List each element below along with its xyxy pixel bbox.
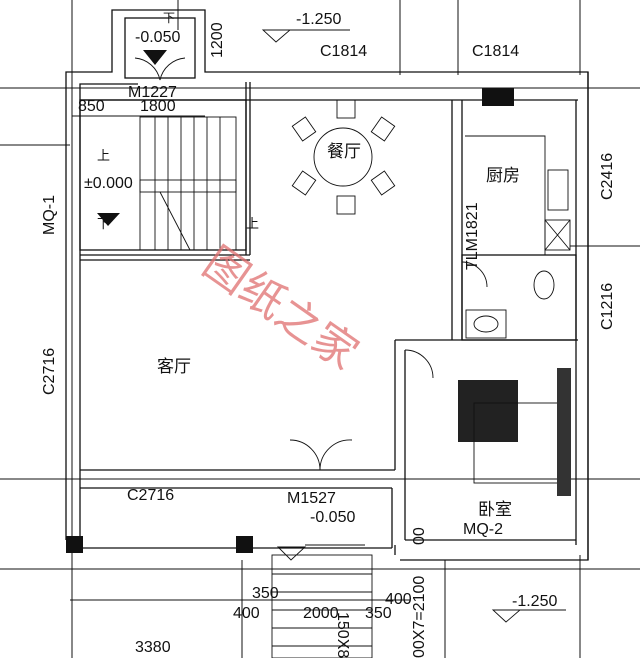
room-label-kitchen: 厨房 [486,166,520,186]
doors [134,57,488,471]
entry-stair [271,554,373,658]
elevation-ground-top: -1.250 [296,11,341,28]
column [236,536,253,553]
dimension-1200: 1200 [209,22,226,58]
elevation-stair-floor: ±0.000 [84,175,133,192]
room-label-bedroom: 卧室 [478,500,512,520]
dimension-350-b: 350 [365,605,392,622]
door-label-m1527: M1527 [287,490,336,507]
window-label-c1814-b: C1814 [472,43,519,60]
kitchen-fixtures [465,88,571,255]
dimension-850: 850 [78,98,105,115]
elevation-markers [97,29,566,623]
wall-label-mq1: MQ-1 [41,195,58,235]
interior-stair [139,116,237,251]
stair-mark-down-top: 下 [163,11,175,25]
dimension-3380: 3380 [135,639,171,656]
window-label-c2716-bottom: C2716 [127,487,174,504]
wall-label-mq2: MQ-2 [463,521,503,538]
dimension-400-b: 400 [385,591,412,608]
elevation-porch: -0.050 [310,509,355,526]
dimension-00: 00 [411,527,428,545]
dimension-2000: 2000 [303,605,339,622]
dining-table [291,99,396,215]
bathroom-fixtures [465,270,555,339]
dimension-350-a: 350 [252,585,279,602]
door-label-m1227: M1227 [128,84,177,101]
stair-mark-down: 下 [97,217,110,232]
dimension-400-a: 400 [233,605,260,622]
bed [458,368,571,496]
stair-mark-up: 上 [97,149,110,164]
dimension-stair-b: 00X7=2100 [411,576,428,658]
dimension-stair-a: 150X8=12 [334,612,351,658]
room-label-dining: 餐厅 [327,142,361,162]
door-label-tlm1821: TLM1821 [464,202,481,270]
window-label-c2416: C2416 [599,153,616,200]
interior-walls [66,82,578,555]
window-label-c1814-a: C1814 [320,43,367,60]
elevation-entry-top: -0.050 [135,29,180,46]
dimension-1800: 1800 [140,98,176,115]
elevation-ground-bottom: -1.250 [512,593,557,610]
window-label-c2716-side: C2716 [41,348,58,395]
room-label-living: 客厅 [157,357,191,377]
stair-mark-up-2: 上 [246,217,259,232]
window-label-c1216: C1216 [599,283,616,330]
column [66,536,83,553]
watermark: 图纸之家 [194,237,367,380]
